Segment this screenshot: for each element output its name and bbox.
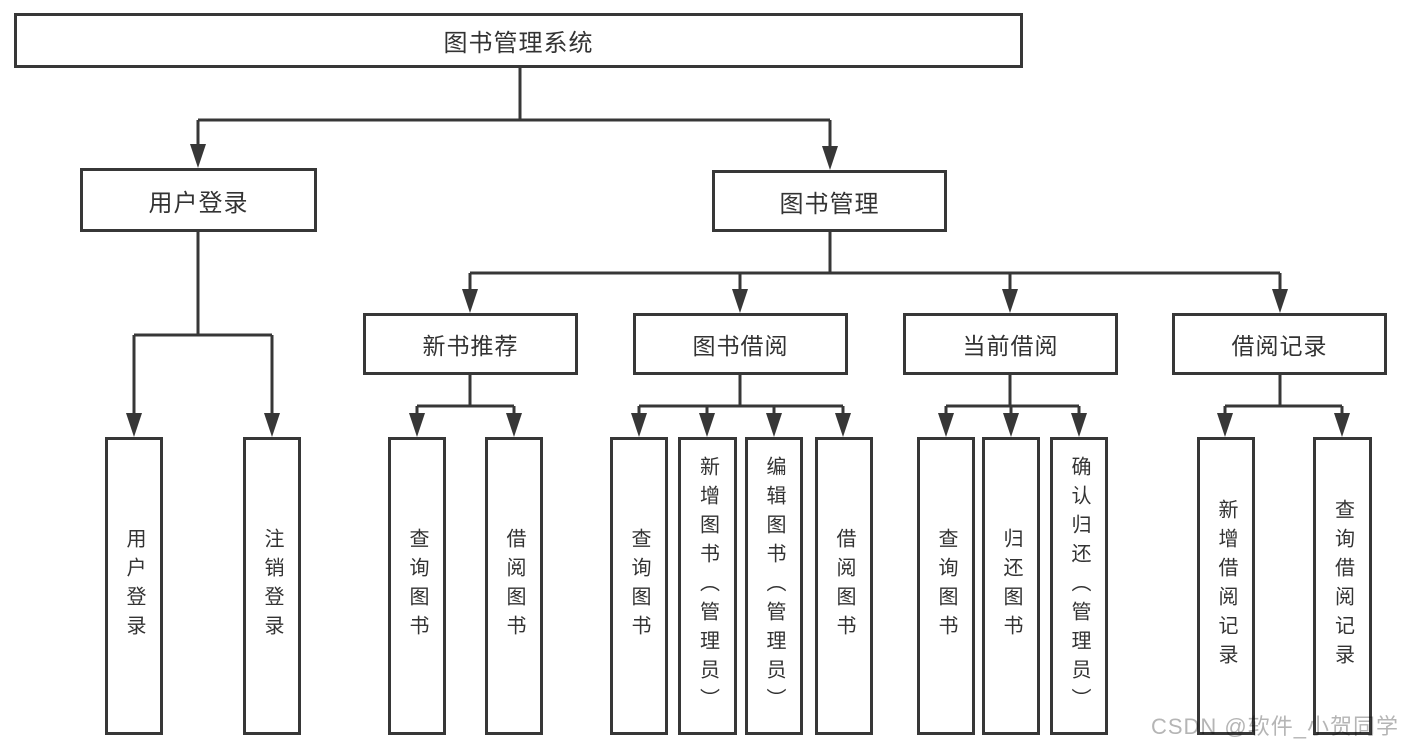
node-borrowing-records: 借阅记录 [1172, 313, 1387, 375]
arrow-down-icon [732, 289, 748, 313]
arrow-down-icon [1071, 413, 1087, 437]
leaf-borrow-book: 借阅图书 [815, 437, 873, 735]
arrow-down-icon [1002, 289, 1018, 313]
leaf-query-book-recommend: 查询图书 [388, 437, 446, 735]
leaf-query-book-current: 查询图书 [917, 437, 975, 735]
node-book-management: 图书管理 [712, 170, 947, 232]
leaf-add-borrow-record: 新增借阅记录 [1197, 437, 1255, 735]
leaf-edit-book-admin: 编辑图书（管理员） [745, 437, 803, 735]
leaf-user-login: 用户登录 [105, 437, 163, 735]
leaf-add-book-admin: 新增图书（管理员） [678, 437, 737, 735]
arrow-down-icon [631, 413, 647, 437]
arrow-down-icon [822, 146, 838, 170]
arrow-down-icon [1217, 413, 1233, 437]
leaf-query-book-borrowing: 查询图书 [610, 437, 668, 735]
arrow-down-icon [462, 289, 478, 313]
edge-root-to-level2 [196, 66, 832, 162]
arrow-down-icon [409, 413, 425, 437]
edge-user-login-children [132, 232, 274, 429]
leaf-logout: 注销登录 [243, 437, 301, 735]
arrow-down-icon [506, 413, 522, 437]
node-book-borrowing: 图书借阅 [633, 313, 848, 375]
arrow-down-icon [1003, 413, 1019, 437]
arrowheads [126, 144, 1350, 437]
edge-new-book-rec-children [415, 375, 516, 429]
edge-borrow-record-children [1223, 375, 1344, 429]
arrow-down-icon [938, 413, 954, 437]
arrow-down-icon [1334, 413, 1350, 437]
arrow-down-icon [264, 413, 280, 437]
edge-book-mgmt-children [468, 232, 1282, 306]
arrow-down-icon [766, 413, 782, 437]
leaf-query-borrow-record: 查询借阅记录 [1313, 437, 1372, 735]
arrow-down-icon [126, 413, 142, 437]
arrow-down-icon [1272, 289, 1288, 313]
leaf-return-book: 归还图书 [982, 437, 1040, 735]
leaf-borrow-book-recommend: 借阅图书 [485, 437, 543, 735]
node-current-borrowing: 当前借阅 [903, 313, 1118, 375]
node-user-login: 用户登录 [80, 168, 317, 232]
arrow-down-icon [190, 144, 206, 168]
leaf-confirm-return-admin: 确认归还（管理员） [1050, 437, 1108, 735]
arrow-down-icon [699, 413, 715, 437]
edge-book-borrow-children [637, 375, 845, 429]
csdn-watermark: CSDN @软件_小贺同学 [1150, 714, 1399, 739]
node-new-book-recommend: 新书推荐 [363, 313, 578, 375]
arrow-down-icon [835, 413, 851, 437]
node-root-system: 图书管理系统 [14, 13, 1023, 68]
